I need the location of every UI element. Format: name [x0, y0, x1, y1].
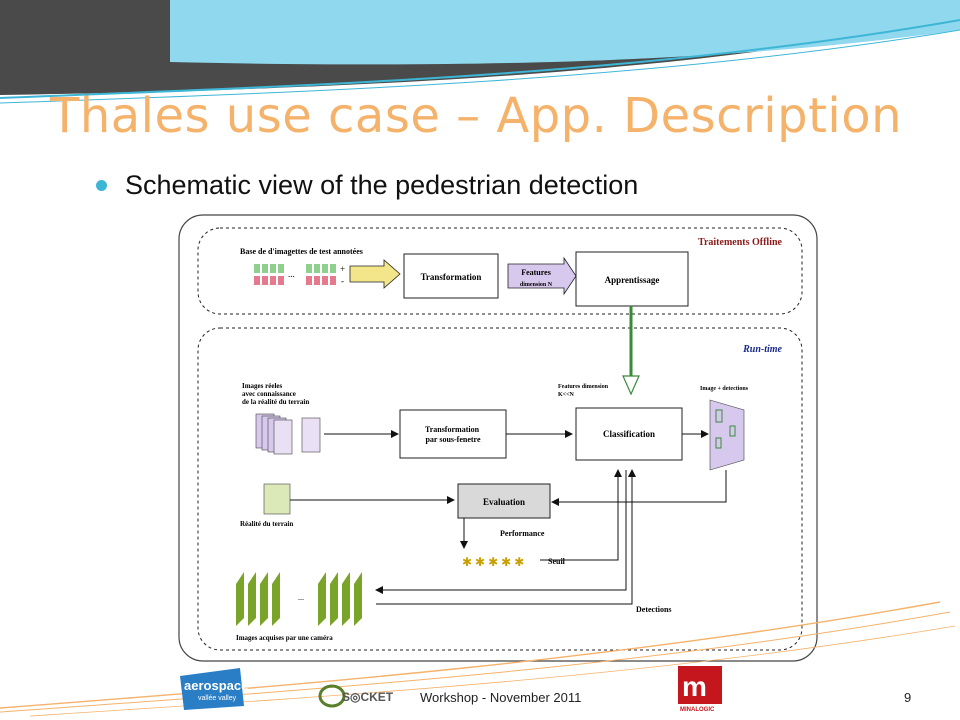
- detection-image: [709, 399, 745, 471]
- minalogic-logo: m MINALOGIC: [678, 666, 722, 712]
- image-detections-label: Image + detections: [700, 386, 749, 392]
- offline-section: [197, 227, 803, 315]
- real-images-stack: [255, 413, 321, 455]
- runtime-section: [197, 327, 803, 651]
- svg-text:aerospace: aerospace: [184, 678, 248, 693]
- page-number: 9: [904, 690, 912, 705]
- ground-truth-icon: [263, 483, 291, 515]
- footer-text: Workshop - November 2011: [420, 690, 582, 705]
- plus-label: +: [340, 264, 345, 274]
- camera-images-label: Images acquises par une caméra: [236, 634, 333, 642]
- annotated-thumbnails: [254, 264, 336, 285]
- svg-text:m: m: [682, 671, 707, 702]
- bullet-item: Schematic view of the pedestrian detecti…: [96, 170, 638, 201]
- evaluation-label: Evaluation: [483, 497, 525, 507]
- realite-terrain-label: Réalité du terrain: [240, 520, 293, 528]
- detections-label: Detections: [636, 605, 672, 614]
- performance-label: Performance: [500, 529, 545, 538]
- bullet-text: Schematic view of the pedestrian detecti…: [125, 170, 639, 200]
- apprentissage-label: Apprentissage: [605, 275, 660, 285]
- real-images-label: Images réeles avec connaissance de la ré…: [242, 382, 309, 406]
- features-dim-label: dimension N: [520, 282, 553, 288]
- transformation-sub-box: [399, 409, 507, 459]
- slide-title: Thales use case – App. Description: [50, 88, 903, 144]
- svg-text:MINALOGIC: MINALOGIC: [680, 707, 715, 712]
- transformation-box: [403, 253, 499, 299]
- seuil-label: Seuil: [548, 557, 566, 566]
- socket-logo: S◎CKET: [318, 684, 394, 708]
- features-label: Features: [521, 268, 551, 277]
- header-wave: [0, 0, 960, 104]
- features-arrow: [507, 256, 577, 296]
- evaluation-box: [457, 483, 551, 519]
- threshold-stars: ✱ ✱ ✱ ✱ ✱: [462, 555, 524, 569]
- pedestrian-detection-diagram: Traitements Offline Base de d'imagettes …: [178, 214, 818, 662]
- svg-text:S◎CKET: S◎CKET: [342, 690, 394, 704]
- camera-ellipsis: ...: [298, 593, 304, 602]
- svg-text:vallée valley: vallée valley: [198, 695, 237, 702]
- classification-box: [575, 407, 683, 461]
- transformation-sub-label: Transformation par sous-fenetre: [425, 425, 481, 444]
- offline-label: Traitements Offline: [698, 237, 783, 248]
- input-arrow: [349, 259, 401, 289]
- thumbnails-ellipsis: ...: [288, 269, 295, 279]
- minus-label: -: [341, 276, 344, 286]
- bottom-wave: [0, 601, 956, 717]
- features-reduced-label: Features dimension K<<N: [558, 384, 610, 398]
- classification-label: Classification: [603, 429, 655, 439]
- aerospace-valley-logo: aerospace vallée valley: [180, 668, 248, 710]
- bullet-dot: [96, 180, 107, 191]
- base-images-label: Base de d'imagettes de test annotées: [240, 247, 363, 256]
- camera-images: [236, 572, 362, 626]
- runtime-label: Run-time: [742, 344, 782, 355]
- transformation-label: Transformation: [421, 272, 482, 282]
